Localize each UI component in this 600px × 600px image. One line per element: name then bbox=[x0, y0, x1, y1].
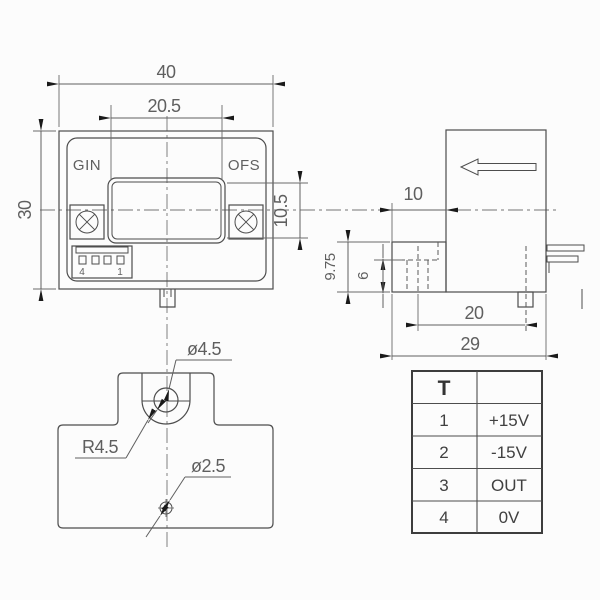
side-hidden-lines bbox=[392, 242, 527, 331]
table-pin-2: 2 bbox=[439, 443, 448, 462]
dim-20.5-text: 20.5 bbox=[147, 96, 181, 116]
connector-pin1-label: 1 bbox=[117, 267, 123, 278]
dim-slot-radius: R4.5 bbox=[75, 408, 157, 459]
pin-table: T 1 +15V 2 -15V 3 OUT 4 0V bbox=[411, 370, 543, 534]
side-view bbox=[391, 129, 585, 331]
dim-step-height: 6 bbox=[355, 244, 402, 308]
side-pins bbox=[546, 244, 585, 309]
screw-right bbox=[228, 204, 264, 240]
table-signal-2: -15V bbox=[491, 443, 528, 462]
bottom-slot bbox=[141, 373, 191, 425]
screw-left bbox=[69, 204, 105, 240]
bottom-outline bbox=[57, 372, 274, 529]
dim-10-text: 10 bbox=[403, 184, 423, 204]
gain-label: GIN bbox=[73, 157, 101, 174]
front-bottom-tab bbox=[159, 289, 176, 308]
dim-base-offset: 10 bbox=[380, 184, 458, 242]
front-view: GIN OFS 4 1 bbox=[58, 130, 274, 308]
dim-29-text: 29 bbox=[460, 334, 480, 354]
dim-window-width: 20.5 bbox=[99, 96, 234, 180]
dim-10.5-text: 10.5 bbox=[271, 194, 291, 228]
dim-20-text: 20 bbox=[464, 303, 484, 323]
table-pin-3: 3 bbox=[439, 476, 448, 495]
dim-overall-width: 40 bbox=[47, 62, 285, 127]
front-window-outer bbox=[107, 177, 226, 244]
connector bbox=[71, 245, 133, 279]
table-row: 3 OUT bbox=[439, 476, 527, 495]
dim-window-height: 10.5 bbox=[227, 171, 308, 250]
dim-r4.5-text: R4.5 bbox=[82, 437, 119, 457]
front-outer-body bbox=[58, 130, 274, 290]
table-signal-1: +15V bbox=[489, 411, 530, 430]
dim-d2.5-text: ø2.5 bbox=[191, 456, 226, 476]
offset-label: OFS bbox=[228, 157, 260, 174]
table-pin-1: 1 bbox=[439, 411, 448, 430]
table-row: 4 0V bbox=[439, 508, 520, 527]
table-row: 1 +15V bbox=[439, 411, 529, 430]
dim-6-text: 6 bbox=[355, 272, 372, 280]
dim-30-text: 30 bbox=[15, 200, 35, 220]
side-base bbox=[391, 241, 447, 293]
dim-9.75-text: 9.75 bbox=[322, 253, 339, 280]
front-inner-body bbox=[66, 137, 267, 282]
direction-arrow-icon bbox=[459, 158, 537, 176]
table-signal-3: OUT bbox=[491, 476, 527, 495]
connector-pin4-label: 4 bbox=[79, 267, 85, 278]
dim-d4.5-text: ø4.5 bbox=[187, 339, 222, 359]
bottom-hole bbox=[153, 387, 179, 413]
dim-small-hole-diameter: ø2.5 bbox=[145, 456, 231, 538]
side-body bbox=[445, 129, 547, 293]
front-window-inner bbox=[111, 181, 222, 240]
bottom-small-hole bbox=[158, 499, 174, 517]
dim-hole-to-tab: 20 bbox=[406, 294, 537, 331]
table-row: 2 -15V bbox=[439, 443, 527, 462]
dim-base-height: 9.75 bbox=[322, 230, 390, 304]
table-signal-4: 0V bbox=[499, 508, 520, 527]
dim-40-text: 40 bbox=[156, 62, 176, 82]
table-header: T bbox=[438, 377, 451, 400]
dim-overall-depth: 29 bbox=[380, 294, 558, 360]
table-pin-4: 4 bbox=[439, 508, 448, 527]
dim-overall-height: 30 bbox=[15, 119, 56, 301]
